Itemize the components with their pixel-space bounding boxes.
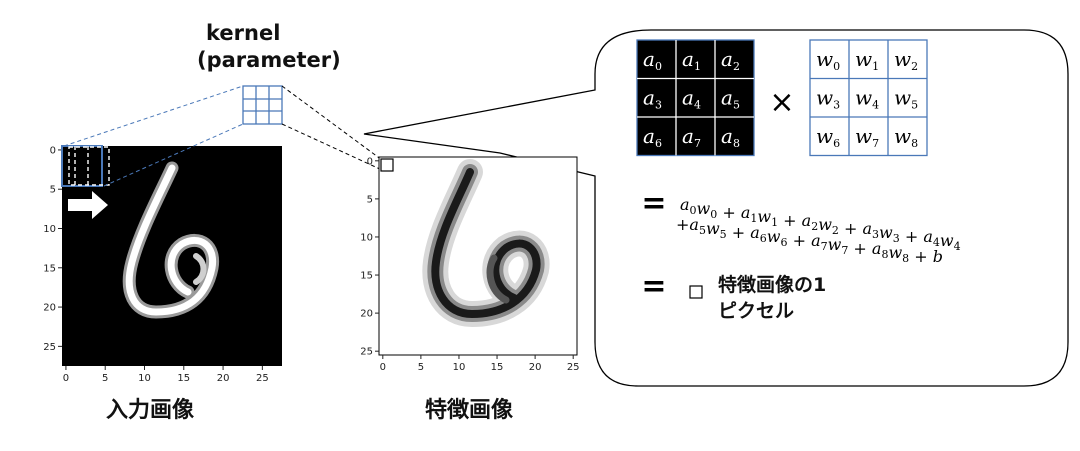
- feature-x-ticks: 0 5 10 15 20 25: [380, 355, 580, 373]
- equals-symbol-result: =: [641, 269, 666, 304]
- matrix-w-cell: w4: [855, 86, 879, 112]
- x-tick-label: 0: [63, 373, 69, 384]
- matrix-a-cell: a4: [682, 86, 701, 112]
- x-tick-label: 20: [217, 373, 230, 384]
- formula-line-1: a0w0 + a1w1 + a2w2 + a3w3 + a4w4: [680, 195, 961, 253]
- feature-y-ticks: 0 5 10 15 20 25: [360, 156, 379, 358]
- formula-line-2: +a5w5 + a6w6 + a7w7 + a8w8 + b: [676, 215, 943, 266]
- x-tick-label: 0: [380, 362, 386, 373]
- feature-guide-line-top: [281, 85, 383, 161]
- matrix-a-cell: a0: [643, 47, 662, 73]
- matrix-a-cell: a7: [682, 124, 701, 150]
- result-text-line2: ピクセル: [718, 300, 795, 322]
- input-image-panel: 0 5 10 15 20 25 0 5 10 15 20 25: [43, 145, 282, 384]
- times-symbol: ×: [769, 85, 794, 120]
- feature-output-pixel: [380, 158, 394, 172]
- kernel-label: kernel (parameter): [197, 20, 341, 74]
- matrix-a: a0 a1 a2 a3 a4 a5 a6 a7 a8: [636, 39, 755, 157]
- y-tick-label: 25: [360, 347, 373, 358]
- kernel-guide-line-top: [63, 85, 244, 147]
- y-tick-label: 0: [367, 156, 373, 167]
- equals-symbol-formula: =: [641, 186, 666, 221]
- x-tick-label: 15: [177, 373, 190, 384]
- matrix-w-frame: [809, 39, 928, 157]
- feature-image-panel: 0 5 10 15 20 25 0 5 10 15 20 25: [360, 156, 579, 373]
- result-text-line1: 特徴画像の1: [718, 274, 827, 296]
- y-tick-label: 0: [50, 145, 56, 156]
- slide-direction-arrow-icon: [68, 191, 108, 219]
- kernel-guide-line-bottom: [103, 123, 244, 187]
- y-tick-label: 5: [367, 194, 373, 205]
- matrix-w: w0 w1 w2 w3 w4 w5 w6 w7 w8: [809, 39, 928, 157]
- feature-image-label: 特徴画像: [425, 398, 514, 423]
- x-tick-label: 15: [491, 362, 504, 373]
- kernel-label-line2: (parameter): [197, 48, 341, 72]
- x-tick-label: 10: [138, 373, 151, 384]
- matrix-a-cell: a8: [721, 124, 740, 150]
- y-tick-label: 10: [360, 232, 373, 243]
- matrix-a-frame: [636, 39, 755, 157]
- y-tick-label: 15: [360, 271, 373, 282]
- matrix-w-cell: w6: [816, 124, 840, 150]
- x-tick-label: 10: [453, 362, 466, 373]
- matrix-w-cell: w1: [855, 47, 879, 73]
- y-tick-label: 10: [43, 224, 56, 235]
- matrix-a-cell: a5: [721, 86, 740, 112]
- feature-digit-strokes: [422, 159, 550, 327]
- kernel-label-line1: kernel: [206, 21, 281, 45]
- matrix-a-cell: a6: [643, 124, 662, 150]
- matrix-w-cell: w2: [894, 47, 918, 73]
- matrix-a-cell: a2: [721, 47, 740, 73]
- y-tick-label: 5: [50, 185, 56, 196]
- matrix-w-cell: w5: [894, 86, 918, 112]
- matrix-w-cell: w0: [816, 47, 840, 73]
- y-tick-label: 25: [43, 342, 56, 353]
- feature-guide-line-bottom: [281, 123, 383, 171]
- x-tick-label: 20: [529, 362, 542, 373]
- input-image-label: 入力画像: [106, 398, 195, 423]
- y-tick-label: 15: [43, 263, 56, 274]
- y-tick-label: 20: [43, 303, 56, 314]
- result-pixel-box: [689, 285, 703, 299]
- y-tick-label: 20: [360, 309, 373, 320]
- input-kernel-shifted-window: [68, 146, 110, 186]
- kernel-grid: [242, 85, 283, 125]
- input-y-ticks: 0 5 10 15 20 25: [43, 145, 62, 353]
- x-tick-label: 25: [567, 362, 580, 373]
- x-tick-label: 5: [102, 373, 108, 384]
- input-x-ticks: 0 5 10 15 20 25: [63, 366, 269, 384]
- result-text: 特徴画像の1 ピクセル: [718, 272, 826, 324]
- matrix-a-cell: a3: [643, 86, 662, 112]
- x-tick-label: 25: [256, 373, 269, 384]
- matrix-w-cell: w3: [816, 86, 840, 112]
- matrix-a-cell: a1: [682, 47, 701, 73]
- input-digit-strokes: [122, 161, 220, 319]
- matrix-w-cell: w8: [894, 124, 918, 150]
- input-kernel-window: [61, 145, 103, 187]
- matrix-w-cell: w7: [855, 124, 879, 150]
- x-tick-label: 5: [418, 362, 424, 373]
